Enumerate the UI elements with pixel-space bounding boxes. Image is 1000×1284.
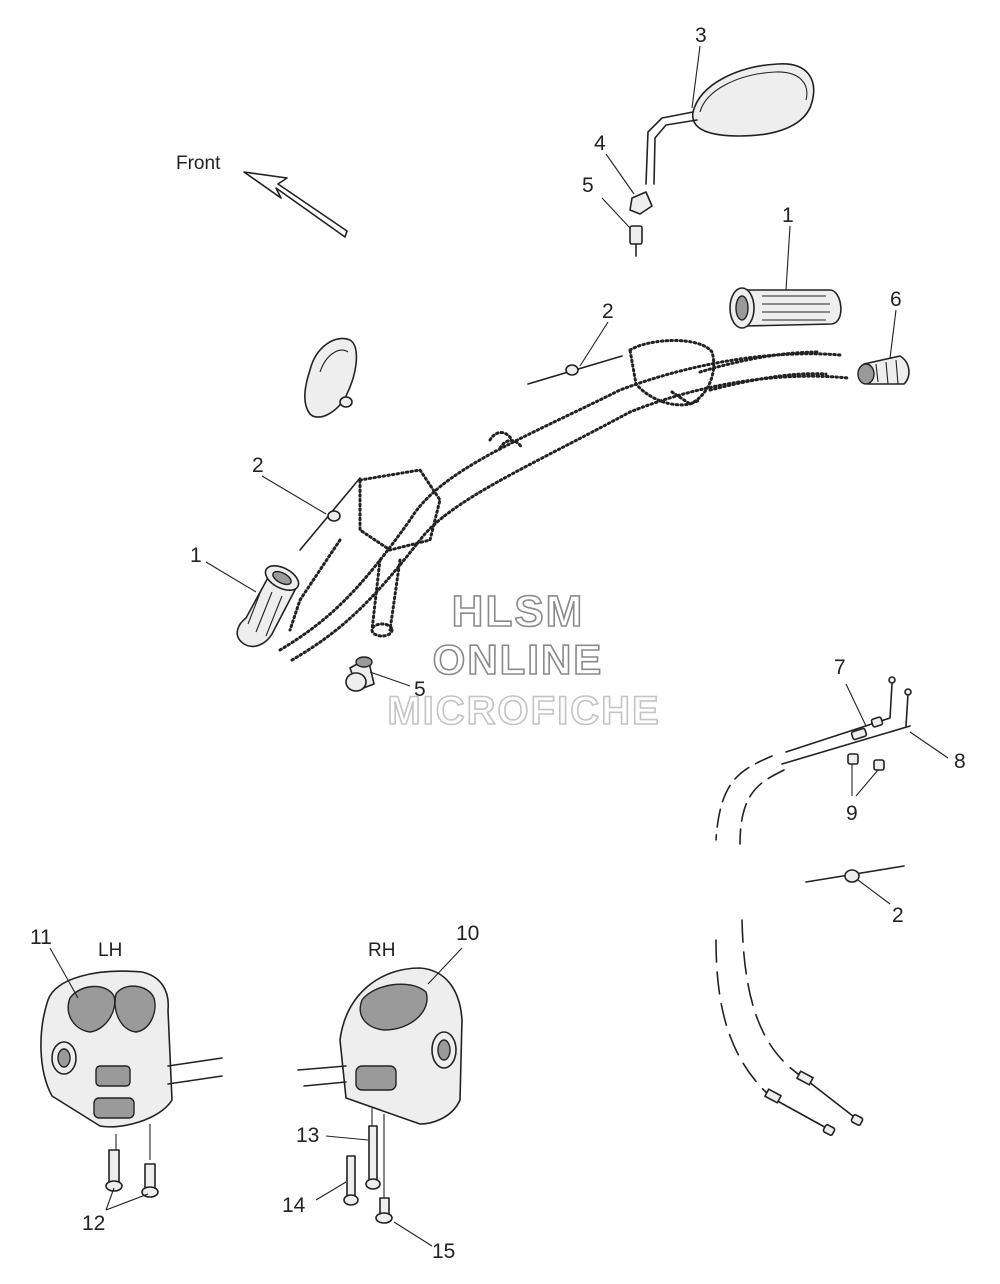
callout-7: 7 bbox=[834, 656, 846, 679]
grip-left bbox=[236, 564, 300, 648]
callout-2-upper: 2 bbox=[602, 300, 614, 323]
front-arrow-icon bbox=[243, 171, 348, 238]
mirror-nut bbox=[629, 191, 653, 215]
mirror-right bbox=[645, 63, 815, 185]
watermark-line-3: MICROFICHE bbox=[387, 689, 660, 733]
screws-left bbox=[105, 1149, 159, 1198]
callout-3: 3 bbox=[695, 24, 707, 47]
watermark-line-1: HLSM bbox=[452, 587, 585, 636]
rh-label: RH bbox=[368, 940, 395, 961]
callout-4: 4 bbox=[594, 132, 606, 155]
cable-tie-left bbox=[299, 477, 361, 551]
callout-11: 11 bbox=[30, 926, 52, 949]
callout-13: 13 bbox=[296, 1124, 319, 1147]
screws-right bbox=[343, 1125, 393, 1224]
cable-clips bbox=[847, 753, 885, 771]
lh-label: LH bbox=[98, 940, 122, 961]
callout-15: 15 bbox=[432, 1240, 455, 1263]
switch-housing-right bbox=[297, 967, 463, 1200]
cable-tie-right bbox=[805, 865, 905, 883]
handlebar-assembly bbox=[278, 339, 850, 662]
watermark-line-2: ONLINE bbox=[433, 636, 604, 683]
callout-1-upper: 1 bbox=[782, 204, 794, 227]
switch-housing-left bbox=[40, 970, 223, 1160]
cable-tie-upper bbox=[527, 355, 623, 385]
callout-6: 6 bbox=[890, 288, 902, 311]
bar-end-weight-right bbox=[857, 355, 910, 385]
callout-12: 12 bbox=[82, 1212, 105, 1235]
callout-1-lower: 1 bbox=[190, 544, 202, 567]
callout-8: 8 bbox=[954, 750, 966, 773]
grip-right bbox=[729, 287, 842, 329]
callout-2-left: 2 bbox=[252, 454, 264, 477]
front-label: Front bbox=[176, 153, 221, 174]
mirror-adapter bbox=[629, 225, 643, 257]
callout-2-right: 2 bbox=[892, 904, 904, 927]
callout-5-lower: 5 bbox=[414, 678, 426, 701]
bar-end-weight-left bbox=[345, 656, 375, 692]
mirror-left bbox=[303, 337, 358, 418]
callout-10: 10 bbox=[456, 922, 479, 945]
callout-9: 9 bbox=[846, 802, 858, 825]
callout-5-upper: 5 bbox=[582, 174, 594, 197]
callout-14: 14 bbox=[282, 1194, 306, 1217]
throttle-cables bbox=[715, 676, 912, 1136]
leader-lines bbox=[49, 45, 949, 1247]
